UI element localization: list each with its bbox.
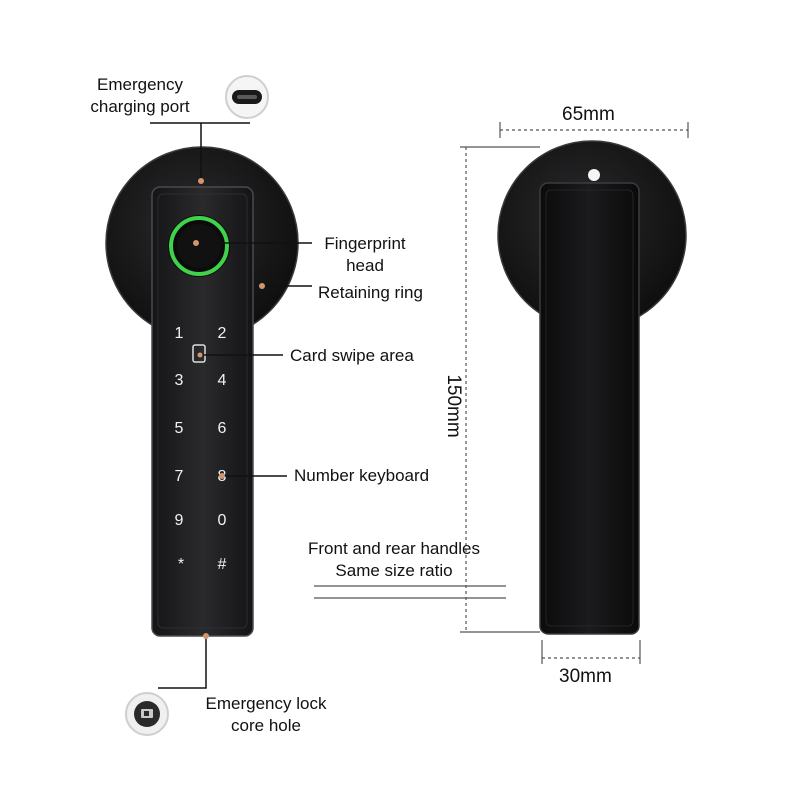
label-card-swipe: Card swipe area bbox=[290, 346, 414, 365]
key-5: 5 bbox=[175, 420, 184, 437]
front-lock: 1 2 3 4 5 6 7 8 9 0 * # bbox=[105, 146, 299, 637]
label-fingerprint: Fingerprint head bbox=[316, 233, 414, 277]
label-fingerprint-line2: head bbox=[346, 256, 384, 275]
key-1: 1 bbox=[175, 325, 184, 342]
label-ratio-note: Front and rear handles Same size ratio bbox=[296, 538, 492, 582]
usb-c-port-icon bbox=[225, 75, 269, 119]
fingerprint-ring bbox=[169, 216, 229, 276]
dimension-height-label: 150mm bbox=[443, 374, 464, 438]
key-7: 7 bbox=[175, 468, 184, 485]
front-handle bbox=[151, 186, 254, 637]
label-lock-core: Emergency lock core hole bbox=[196, 693, 336, 737]
rear-lock bbox=[497, 140, 687, 635]
key-star: * bbox=[178, 556, 184, 573]
label-lock-core-line1: Emergency lock bbox=[205, 694, 327, 713]
lock-core-icon bbox=[125, 692, 169, 736]
dimension-handle-width-label: 30mm bbox=[559, 666, 612, 687]
label-charging-port: Emergency charging port bbox=[80, 74, 200, 118]
dimension-width-label: 65mm bbox=[562, 104, 615, 125]
label-charging-port-line1: Emergency bbox=[97, 75, 183, 94]
leader-lines bbox=[150, 122, 312, 689]
keypad: 1 2 3 4 5 6 7 8 9 0 * # bbox=[175, 325, 227, 573]
label-fingerprint-line1: Fingerprint bbox=[324, 234, 406, 253]
label-ratio-note-line1: Front and rear handles bbox=[308, 539, 480, 558]
key-6: 6 bbox=[218, 420, 227, 437]
key-2: 2 bbox=[218, 325, 227, 342]
label-lock-core-line2: core hole bbox=[231, 716, 301, 735]
card-swipe-icon bbox=[192, 344, 206, 363]
rear-screw-hole bbox=[588, 169, 600, 181]
dimension-lines bbox=[314, 122, 689, 664]
label-number-keyboard: Number keyboard bbox=[294, 466, 430, 485]
key-3: 3 bbox=[175, 372, 184, 389]
label-ratio-note-line2: Same size ratio bbox=[335, 561, 453, 580]
rear-handle bbox=[539, 182, 640, 635]
key-4: 4 bbox=[218, 372, 227, 389]
leader-dots bbox=[193, 178, 265, 639]
label-charging-port-line2: charging port bbox=[90, 97, 190, 116]
label-retaining-ring: Retaining ring bbox=[318, 283, 423, 302]
key-hash: # bbox=[218, 556, 227, 573]
key-9: 9 bbox=[175, 512, 184, 529]
key-0: 0 bbox=[218, 512, 227, 529]
